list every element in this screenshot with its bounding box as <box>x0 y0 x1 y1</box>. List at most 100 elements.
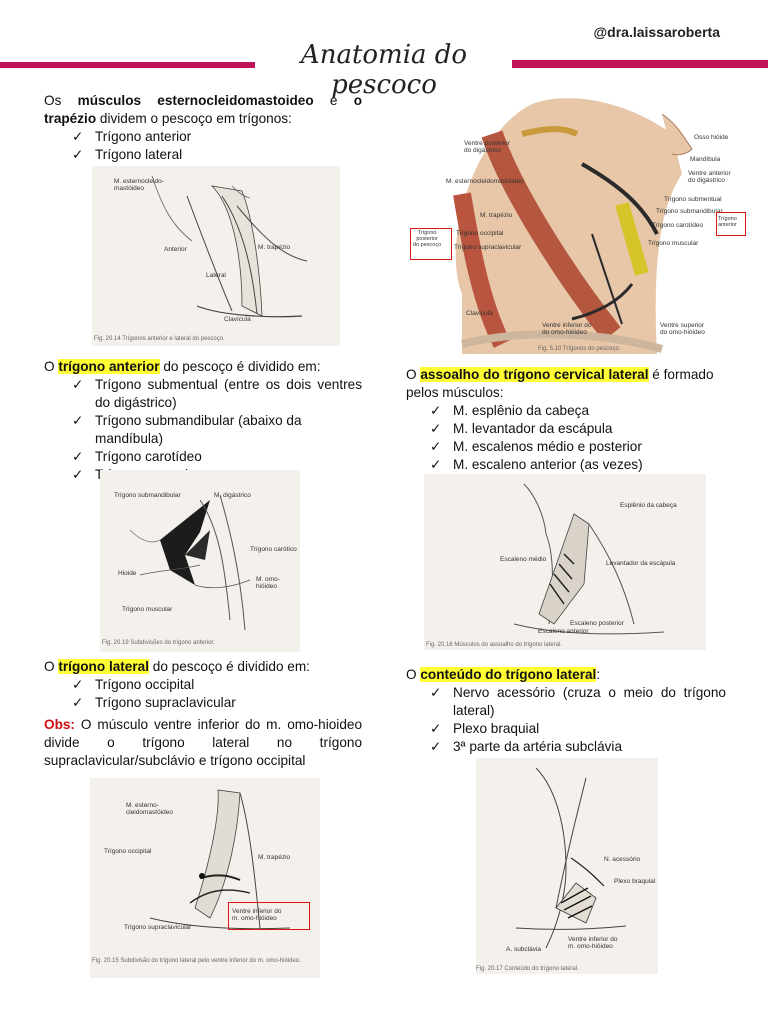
figure-caption: Fig. 20.17 Conteúdo do trígono lateral. <box>476 966 579 972</box>
page-title: Anatomia do pescoço <box>300 40 468 100</box>
label-ventre-superior-omo: Ventre superior do omo-hióideo <box>660 322 705 336</box>
figure-caption: Fig. 20.16 Músculos do assoalho do trígo… <box>426 642 563 648</box>
list-item: ✓Trígono lateral <box>72 147 183 162</box>
anterior-section: O trígono anterior do pescoço é dividido… <box>44 359 362 482</box>
highlight-trigono-anterior: trígono anterior <box>58 359 160 374</box>
label-osso-hioide: Osso hióide <box>694 134 729 141</box>
check-icon: ✓ <box>72 413 84 428</box>
floor-section: O assoalho do trígono cervical lateral é… <box>406 366 726 474</box>
label-muscular: Trígono muscular <box>122 606 173 613</box>
list-item: ✓3ª parte da artéria subclávia <box>430 739 623 754</box>
figure-caption: Fig. 20.15 Subdivisão do trígono lateral… <box>92 958 301 964</box>
intro-section: Os músculos esternocleidomastoideo e o t… <box>44 92 362 164</box>
list-item: ✓M. esplênio da cabeça <box>430 403 590 418</box>
label-occipital: Trígono occipital <box>456 230 504 237</box>
figure-anterior-subdivisions: Trígono submandibular M. digástrico Tríg… <box>100 470 300 652</box>
term-scm: músculos esternocleidomastoideo <box>77 93 314 108</box>
figure-lateral-content: N. acessório Plexo braquial Ventre infer… <box>476 758 658 974</box>
title-bar-right <box>512 60 768 68</box>
list-item: ✓Trígono carotídeo <box>72 449 202 464</box>
list-item: ✓Trígono supraclavicular <box>72 695 236 710</box>
check-icon: ✓ <box>72 377 84 392</box>
figure-caption: Fig. 20.19 Subdivisões do trígono anteri… <box>102 640 215 646</box>
highlight-conteudo: conteúdo do trígono lateral <box>420 667 597 682</box>
check-icon: ✓ <box>72 677 84 692</box>
highlight-assoalho: assoalho do trígono cervical lateral <box>420 367 649 382</box>
list-item: ✓M. escalenos médio e posterior <box>430 439 642 454</box>
figure-caption: Fig. 5.10 Trígonos do pescoço. <box>538 346 621 352</box>
highlight-box-posterior <box>410 228 452 260</box>
lateral-section: O trígono lateral do pescoço é dividido … <box>44 659 363 768</box>
neck-sketch-3 <box>149 789 291 930</box>
highlight-box-omohioideo <box>228 902 310 930</box>
label-trapezio: M. trapézio <box>258 244 291 251</box>
check-icon: ✓ <box>430 403 442 418</box>
check-icon: ✓ <box>72 129 84 144</box>
neck-sketch-6 <box>515 767 627 949</box>
label-submandibular: Trígono submandibular <box>656 208 723 215</box>
label-trapezio: M. trapézio <box>480 212 513 219</box>
author-handle: @dra.laissaroberta <box>593 24 721 40</box>
label-ventre-posterior-digastrico: Ventre posterior do digástrico <box>464 140 510 154</box>
list-item: ✓Trígono anterior <box>72 129 192 144</box>
neck-sketch-2 <box>129 494 251 631</box>
label-levantador: Levantador da escápula <box>606 560 676 567</box>
figure-neck-triangles-color: Osso hióide Ventre posterior do digástri… <box>402 94 748 356</box>
check-icon: ✓ <box>72 695 84 710</box>
title-bar-left <box>0 62 255 68</box>
obs-label: Obs: <box>44 717 75 732</box>
label-anterior: Anterior <box>164 246 187 253</box>
content-section: O conteúdo do trígono lateral: ✓Nervo ac… <box>406 667 726 754</box>
label-scm: M. esternocleidomastóideo <box>446 178 524 185</box>
check-icon: ✓ <box>72 467 84 482</box>
label-clavicula: Clavícula <box>466 310 493 317</box>
label-hioide: Hioide <box>118 570 137 577</box>
label-submentual: Trígono submentual <box>664 196 722 203</box>
label-mandibula: Mandíbula <box>690 156 721 163</box>
label-supraclavicular: Trígono supraclavicular <box>454 244 522 251</box>
list-item: ✓M. escaleno anterior (as vezes) <box>430 457 643 472</box>
list-item: ✓Trígono occipital <box>72 677 195 692</box>
label-nervo-acessorio: N. acessório <box>604 856 641 863</box>
label-a-subclavia: A. subclávia <box>506 946 542 953</box>
highlight-trigono-lateral: trígono lateral <box>58 659 149 674</box>
label-carotico: Trígono carótico <box>250 546 297 553</box>
label-trigono-anterior: Trígono anterior <box>718 216 737 228</box>
label-escaleno-posterior: Escaleno posterior <box>570 620 624 627</box>
label-esplenio: Esplênio da cabeça <box>620 502 677 509</box>
list-item: ✓M. levantador da escápula <box>430 421 613 436</box>
label-carotideo: Trígono carotídeo <box>652 222 704 229</box>
highlight-box-anterior <box>716 212 746 236</box>
list-item: ✓Trígono submentual (entre os dois ventr… <box>72 377 362 410</box>
check-icon: ✓ <box>72 449 84 464</box>
label-scm: M. esternocleido- mastóideo <box>114 178 164 192</box>
check-icon: ✓ <box>430 685 442 700</box>
label-clavicula: Clavícula <box>224 316 251 323</box>
label-omohioideo: Ventre inferior do m. omo-hióideo <box>232 908 282 922</box>
figure-caption: Fig. 20.14 Trígonos anterior e lateral d… <box>94 336 225 342</box>
label-muscular: Trígono muscular <box>648 240 699 247</box>
label-digastrico: M. digástrico <box>214 492 251 499</box>
list-item: ✓Trígono submandibular (abaixo da mandíb… <box>72 413 302 446</box>
label-scm: M. esterno- cleidomastóideo <box>126 802 173 816</box>
check-icon: ✓ <box>430 457 442 472</box>
label-escaleno-medio: Escaleno médio <box>500 556 547 563</box>
obs-note: Obs: O músculo ventre inferior do m. omo… <box>44 717 363 768</box>
check-icon: ✓ <box>430 739 442 754</box>
neck-sketch-1 <box>151 175 308 318</box>
check-icon: ✓ <box>430 721 442 736</box>
figure-floor-muscles: Esplênio da cabeça Escaleno médio Levant… <box>424 474 706 650</box>
label-ventre-anterior-digastrico: Ventre anterior do digástrico <box>688 170 731 184</box>
figure-lateral-subdivision: M. esterno- cleidomastóideo Trígono occi… <box>90 778 320 978</box>
label-ventre-inferior-omo: Ventre inferior do m. omo-hióideo <box>568 936 618 950</box>
label-lateral: Lateral <box>206 272 226 279</box>
label-omohioideo: M. omo-hióideo <box>256 576 280 590</box>
label-trigono-posterior: Trígono posterior do pescoço <box>413 230 442 248</box>
label-ventre-inferior-omo: Ventre inferior do do omo-hióideo <box>542 322 592 336</box>
neck-illustration-color <box>453 98 693 355</box>
label-escaleno-anterior: Escaleno anterior <box>538 628 589 635</box>
label-supraclavicular: Trígono supraclavicular <box>124 924 192 931</box>
figure-triangles-overview: M. esternocleido- mastóideo Anterior M. … <box>92 166 340 346</box>
check-icon: ✓ <box>430 421 442 436</box>
label-submandibular: Trígono submandibular <box>114 492 181 499</box>
